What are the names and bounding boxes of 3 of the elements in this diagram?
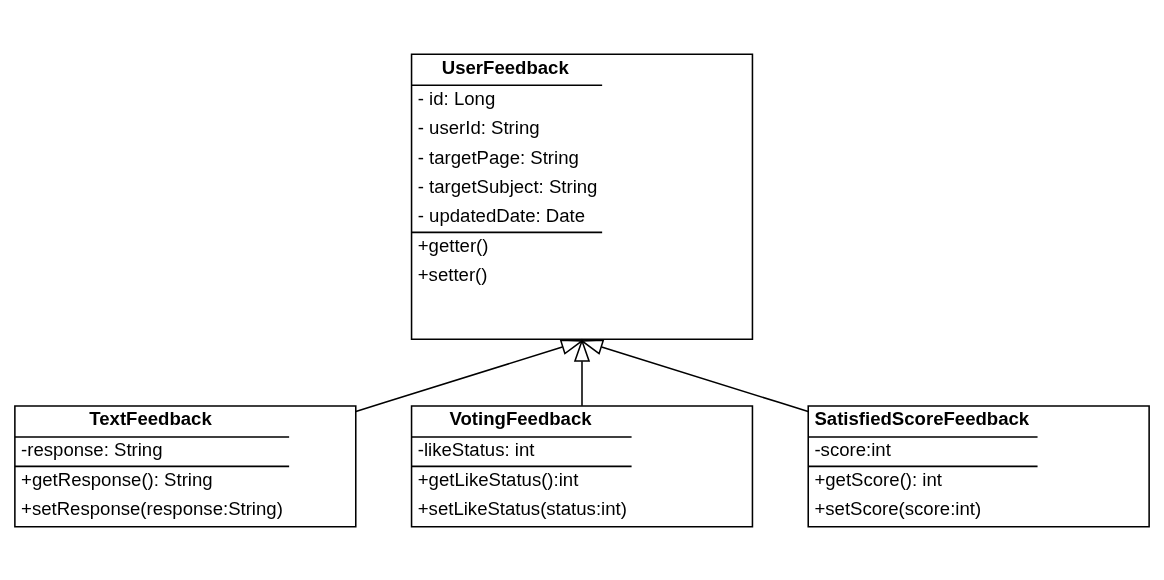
arrow <box>573 338 591 406</box>
arrow <box>579 338 809 412</box>
arrow <box>355 338 585 412</box>
